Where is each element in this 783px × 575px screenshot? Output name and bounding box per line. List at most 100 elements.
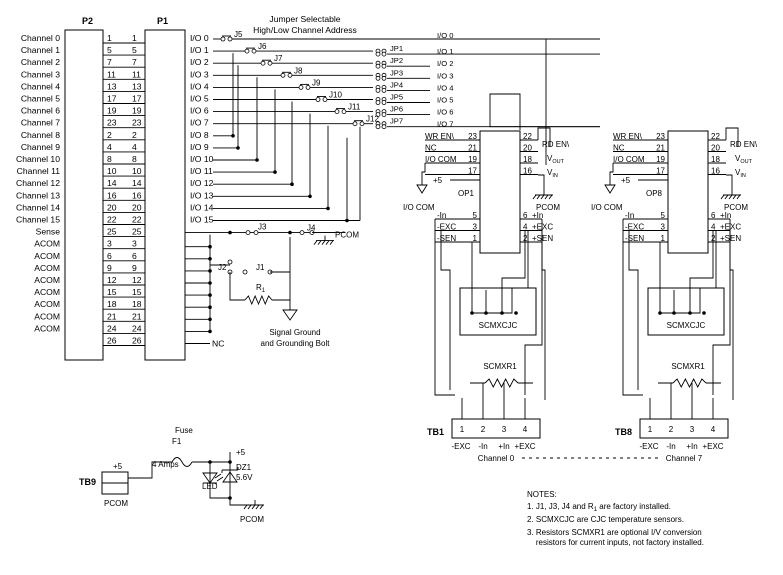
junction-dot xyxy=(484,311,488,315)
terminal-block xyxy=(451,418,541,439)
bus-to-op1-b xyxy=(489,93,600,130)
junction-dot xyxy=(470,311,474,315)
p1-pin-number: 6 xyxy=(132,251,137,261)
cjc-wire xyxy=(659,241,701,314)
led-ray xyxy=(214,473,222,479)
note-3-line1: 3. Resistors SCMXR1 are optional I/V con… xyxy=(527,528,702,537)
jp-pin xyxy=(375,100,381,105)
jp-label: JP2 xyxy=(390,56,403,65)
pin-number: 5 xyxy=(661,211,666,220)
p2-pin-number: 4 xyxy=(107,142,112,152)
ground-hatch xyxy=(720,194,725,200)
cjc-label: SCMXCJC xyxy=(479,321,518,330)
resistor-zigzag xyxy=(484,378,519,388)
p1-pin-number: 22 xyxy=(132,215,142,225)
p2-pin-number: 23 xyxy=(107,118,117,128)
vout-label: VOUT xyxy=(547,154,565,165)
p2-pin-number: 25 xyxy=(107,227,117,237)
p2-pin-number: 24 xyxy=(107,323,117,333)
module-iocom-label: I/O COM xyxy=(403,203,435,212)
channel-label: Channel 8 xyxy=(21,130,60,140)
channel-label: Channel 13 xyxy=(16,190,60,200)
wire xyxy=(482,383,505,398)
channel-label: Channel 12 xyxy=(16,178,60,188)
ground-hatch xyxy=(532,194,537,200)
jumper-label: J5 xyxy=(234,30,243,39)
p1-pin-number: 1 xyxy=(132,33,137,43)
connector-p2-body xyxy=(64,29,104,361)
pin-name: +In xyxy=(532,211,543,220)
terminal-pin-number: 4 xyxy=(523,425,528,434)
wire xyxy=(210,264,245,301)
loop-wire xyxy=(440,230,451,390)
module-pcom-label: PCOM xyxy=(536,203,560,212)
power-wire xyxy=(192,452,231,463)
ground-hatch xyxy=(536,194,541,200)
junction-dot xyxy=(231,134,235,138)
connector-p1-label: P1 xyxy=(157,16,168,26)
p2-pin-number: 5 xyxy=(107,45,112,55)
jumper-label: J12 xyxy=(366,115,379,124)
vout-label: VOUT xyxy=(735,154,753,165)
io-label: I/O 6 xyxy=(190,106,209,116)
jp-label: JP1 xyxy=(390,44,403,53)
pin-number: 23 xyxy=(656,132,665,141)
pin-number: 19 xyxy=(656,155,665,164)
p2-pin-number: 3 xyxy=(107,239,112,249)
pin-name: -EXC xyxy=(437,223,456,232)
tb9-plus5-label: +5 xyxy=(113,462,123,471)
pcom-label: PCOM xyxy=(335,231,359,240)
loop-wire xyxy=(524,219,543,395)
ground-hatch xyxy=(732,194,737,200)
channel-label: Channel 1 xyxy=(21,45,60,55)
junction-dot xyxy=(688,311,692,315)
right-io-label: I/O 3 xyxy=(437,71,453,80)
wire xyxy=(537,127,551,147)
p1-pin-number: 21 xyxy=(132,311,142,321)
fuse-icon xyxy=(171,457,193,467)
zener-diode-icon xyxy=(221,467,239,483)
p1-pin-number: 2 xyxy=(132,130,137,140)
pin-name: +EXC xyxy=(720,223,741,232)
p2-pin-number: 9 xyxy=(107,263,112,273)
junction-dot xyxy=(672,311,676,315)
jp-pin xyxy=(381,88,387,93)
io-label: I/O 9 xyxy=(190,142,209,152)
p1-pin-number: 24 xyxy=(132,323,142,333)
led-label: LED xyxy=(202,482,218,491)
io-label: I/O 10 xyxy=(190,154,214,164)
channel-label: Sense xyxy=(36,227,61,237)
loop-wire xyxy=(622,219,643,396)
pin-name: -SEN xyxy=(437,234,456,243)
iocom-ground-icon xyxy=(416,184,428,194)
p2-pin-number: 22 xyxy=(107,215,117,225)
io-label: I/O 5 xyxy=(190,94,209,104)
junction-dot xyxy=(236,146,240,150)
jumper-pin xyxy=(260,60,266,66)
p2-pin-number: 19 xyxy=(107,106,117,116)
jp-pin xyxy=(375,88,381,93)
pin-number: 4 xyxy=(711,223,716,232)
module-name: OP1 xyxy=(458,189,475,198)
channel-label: Channel 5 xyxy=(21,94,60,104)
jumper-label: J9 xyxy=(312,78,321,87)
p2-pin-number: 1 xyxy=(107,33,112,43)
p2-pin-number: 21 xyxy=(107,311,117,321)
cjc-sensor-box xyxy=(647,287,725,336)
io-label: I/O 13 xyxy=(190,190,214,200)
module-body xyxy=(479,130,521,254)
jumper-pin xyxy=(267,60,273,66)
jumper-pin xyxy=(245,230,251,236)
terminal-pin-label: -EXC xyxy=(639,442,658,451)
tb9-pcom-label: PCOM xyxy=(104,499,128,508)
cjc-wire xyxy=(689,230,714,313)
terminal-block-label: TB8 xyxy=(615,427,632,437)
wire xyxy=(535,190,553,196)
j3-label: J3 xyxy=(258,223,267,232)
p2-pin-number: 15 xyxy=(107,287,117,297)
